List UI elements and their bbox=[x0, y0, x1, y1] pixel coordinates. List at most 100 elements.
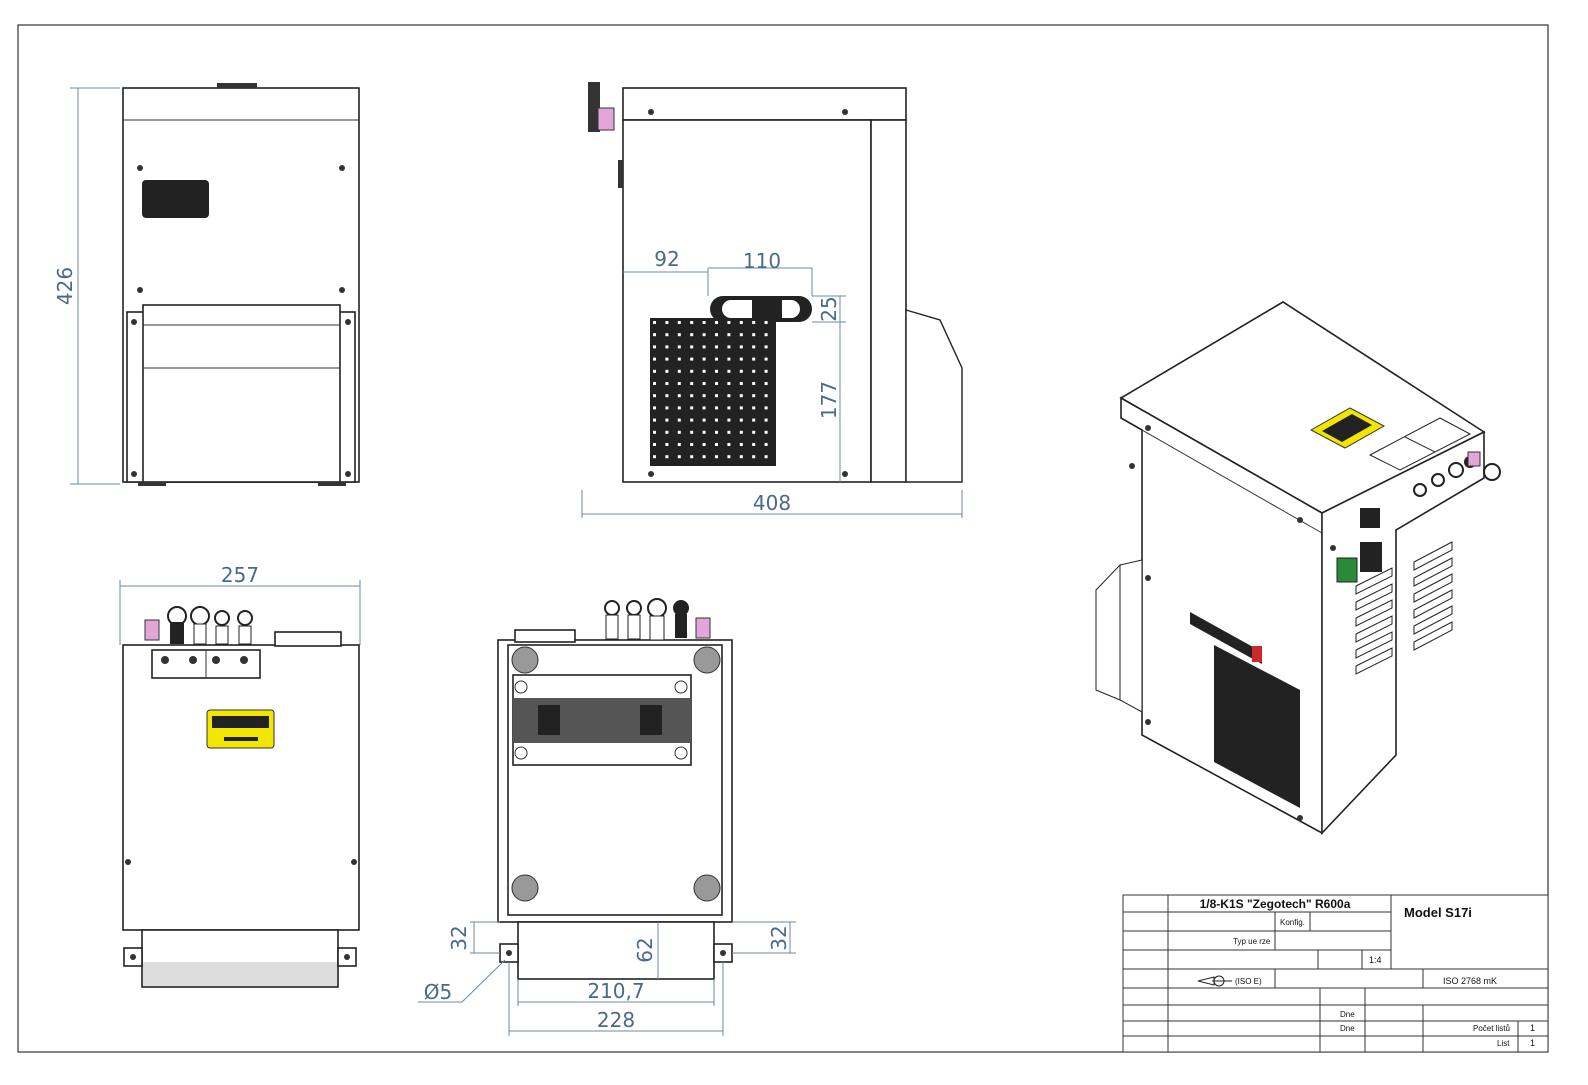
grille-hole bbox=[727, 321, 731, 324]
grille-hole bbox=[665, 369, 669, 373]
projection-symbol-icon bbox=[1197, 975, 1232, 987]
bottom-view: 32 62 32 Ø5 210,7 228 bbox=[418, 598, 796, 1036]
grille-hole bbox=[677, 406, 681, 410]
vent-slat bbox=[1355, 615, 1393, 643]
connector-pink bbox=[597, 107, 615, 131]
grille-hole bbox=[653, 430, 656, 434]
grille-hole bbox=[739, 394, 743, 398]
grille-hole bbox=[752, 333, 756, 337]
date-label-1: Dne bbox=[1340, 1010, 1355, 1019]
grille-hole bbox=[653, 345, 656, 349]
grille-hole bbox=[690, 455, 694, 459]
grille-hole bbox=[764, 357, 768, 361]
grille-hole bbox=[690, 321, 694, 324]
vent-slat bbox=[1413, 605, 1453, 635]
konfig-label: Konfig. bbox=[1280, 918, 1305, 927]
grille-hole bbox=[715, 321, 718, 324]
grille-hole bbox=[764, 382, 768, 385]
grille-hole bbox=[715, 443, 718, 446]
grille-hole bbox=[653, 406, 656, 410]
grille-hole bbox=[752, 369, 756, 373]
grille-hole bbox=[764, 369, 768, 373]
grille-hole bbox=[764, 455, 768, 459]
grille-hole bbox=[752, 430, 756, 434]
grille-hole bbox=[702, 418, 706, 422]
grille-hole bbox=[702, 333, 706, 337]
grille-hole bbox=[677, 382, 681, 385]
grille-hole bbox=[752, 321, 756, 324]
vent-slat bbox=[1413, 621, 1453, 651]
connector-pink bbox=[1467, 451, 1481, 467]
dim-25: 25 bbox=[817, 296, 841, 321]
grille-hole bbox=[739, 418, 743, 422]
grille-hole bbox=[715, 406, 718, 410]
grille-hole bbox=[715, 333, 718, 337]
grille-hole bbox=[764, 345, 768, 349]
dim-408: 408 bbox=[753, 491, 791, 515]
grille-hole bbox=[677, 443, 681, 446]
grille-hole bbox=[752, 394, 756, 398]
grille-hole bbox=[665, 357, 669, 361]
grille-hole bbox=[677, 455, 681, 459]
grille-hole bbox=[702, 382, 706, 385]
dim-257: 257 bbox=[221, 563, 259, 587]
vent-slat bbox=[1413, 573, 1453, 603]
grille-hole bbox=[739, 455, 743, 459]
grille-hole bbox=[702, 394, 706, 398]
grille-hole bbox=[715, 394, 718, 398]
grille-hole bbox=[764, 321, 768, 324]
grille-hole bbox=[665, 333, 669, 337]
drawing-border bbox=[17, 24, 1549, 1053]
grille-hole bbox=[702, 369, 706, 373]
grille-hole bbox=[702, 345, 706, 349]
grille-hole bbox=[653, 443, 656, 446]
grille-hole bbox=[764, 394, 768, 398]
top-view: 257 bbox=[119, 563, 361, 988]
grille-hole bbox=[702, 406, 706, 410]
connector-pink bbox=[695, 617, 711, 639]
grille-hole bbox=[715, 345, 718, 349]
sheet-value: 1 bbox=[1530, 1038, 1535, 1048]
grille-hole bbox=[739, 382, 743, 385]
grille-hole bbox=[752, 443, 756, 446]
ventilation-grille bbox=[1214, 645, 1300, 808]
vent-slat bbox=[1355, 583, 1393, 611]
type-label: Typ ue rze bbox=[1233, 937, 1271, 946]
vent-slat bbox=[1355, 647, 1393, 675]
grille-hole bbox=[665, 394, 669, 398]
grille-hole bbox=[752, 382, 756, 385]
grille-hole bbox=[653, 321, 656, 324]
grille-hole bbox=[764, 430, 768, 434]
grille-hole bbox=[715, 357, 718, 361]
grille-hole bbox=[739, 345, 743, 349]
grille-hole bbox=[665, 418, 669, 422]
grille-hole bbox=[715, 369, 718, 373]
ventilation-grille bbox=[650, 318, 776, 466]
sheets-count-label: Počet listů bbox=[1473, 1024, 1510, 1033]
grille-hole bbox=[752, 406, 756, 410]
grille-hole bbox=[702, 443, 706, 446]
grille-hole bbox=[727, 357, 731, 361]
grille-hole bbox=[752, 357, 756, 361]
isometric-view bbox=[1095, 301, 1501, 836]
dim-177: 177 bbox=[817, 381, 841, 419]
grille-hole bbox=[653, 369, 656, 373]
grille-hole bbox=[665, 406, 669, 410]
dim-height-426: 426 bbox=[53, 267, 77, 305]
grille-hole bbox=[665, 430, 669, 434]
side-view: 92 110 25 177 408 bbox=[581, 82, 963, 518]
grille-hole bbox=[727, 443, 731, 446]
vent-slat bbox=[1413, 541, 1453, 571]
grille-hole bbox=[715, 455, 718, 459]
dim-110: 110 bbox=[743, 249, 781, 273]
product-title: 1/8-K1S "Zegotech" R600a bbox=[1200, 897, 1351, 911]
scale: 1:4 bbox=[1369, 955, 1382, 965]
front-display-panel bbox=[142, 180, 209, 218]
sheets-count-value: 1 bbox=[1530, 1023, 1535, 1033]
grille-hole bbox=[764, 406, 768, 410]
grille-hole bbox=[739, 430, 743, 434]
grille-hole bbox=[715, 418, 718, 422]
grille-hole bbox=[665, 443, 669, 446]
grille-hole bbox=[653, 357, 656, 361]
grille-hole bbox=[677, 321, 681, 324]
